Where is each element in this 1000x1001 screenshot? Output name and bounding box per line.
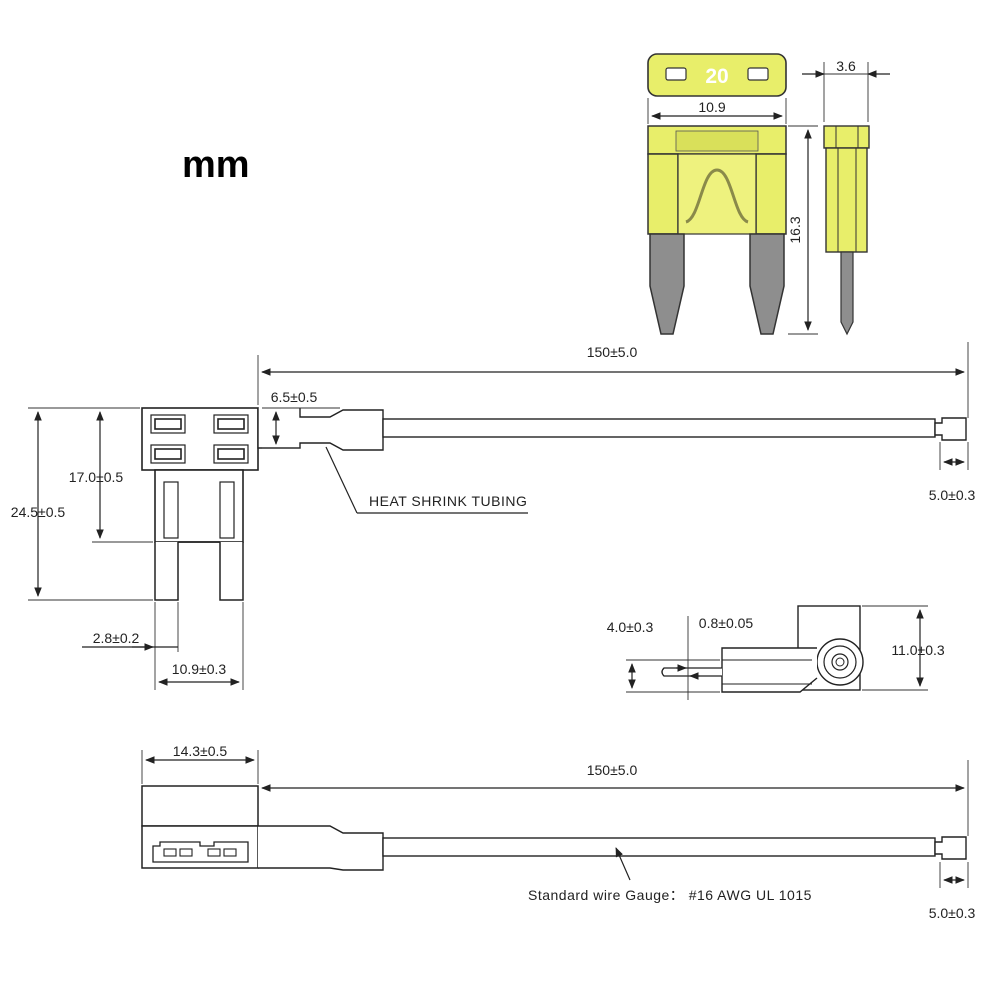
fuse-rating: 20 xyxy=(705,65,728,88)
body-height-dim: 17.0±0.5 xyxy=(69,469,124,485)
unit-label: mm xyxy=(182,144,250,186)
tap-front-view xyxy=(141,407,967,601)
ring-terminal-view xyxy=(661,605,864,693)
total-height-dim: 24.5±0.5 xyxy=(11,504,66,520)
ring-dim-2: 0.8±0.05 xyxy=(699,615,754,631)
ring-dim-3: 11.0±0.3 xyxy=(891,642,945,658)
fuse-top-view: 20 xyxy=(647,53,787,97)
fuse-thickness-dim: 3.6 xyxy=(836,58,856,74)
tap-side-view xyxy=(141,785,967,871)
tap-length-dim: 150±5.0 xyxy=(587,344,638,360)
width-dim: 10.9±0.3 xyxy=(172,661,227,677)
ring-dim-1: 4.0±0.3 xyxy=(607,619,654,635)
fuse-front-view xyxy=(647,125,787,335)
terminal-dim-top: 5.0±0.3 xyxy=(929,487,976,503)
side-width-dim: 14.3±0.5 xyxy=(173,743,228,759)
wire-gauge-label: Standard wire Gauge： #16 AWG UL 1015 xyxy=(528,887,812,903)
terminal-dim-bottom: 5.0±0.3 xyxy=(929,905,976,921)
tube-dim: 6.5±0.5 xyxy=(271,389,318,405)
side-length-dim: 150±5.0 xyxy=(587,762,638,778)
blade-dim: 2.8±0.2 xyxy=(93,630,140,646)
fuse-width-dim: 10.9 xyxy=(698,99,725,115)
fuse-side-view xyxy=(823,125,870,336)
fuse-height-dim: 16.3 xyxy=(787,216,803,243)
heat-shrink-label: HEAT SHRINK TUBING xyxy=(369,493,527,509)
